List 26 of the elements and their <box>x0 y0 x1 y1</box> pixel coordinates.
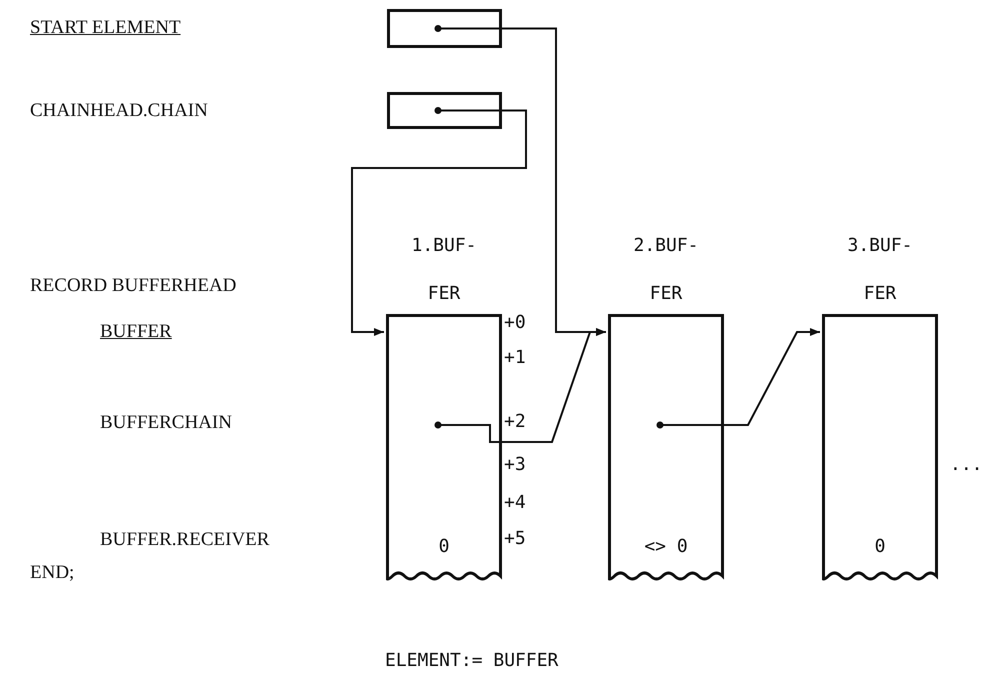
pointer-box <box>387 9 502 48</box>
offset-label: +1 <box>504 349 526 367</box>
variable-name: START ELEMENT <box>30 18 181 37</box>
pointer-arrow <box>656 328 820 428</box>
offset-label: +0 <box>504 314 526 332</box>
offset-label: +2 <box>504 413 526 431</box>
offset-label: +3 <box>504 456 526 474</box>
cell-value: 0 <box>438 536 450 557</box>
column-heading: 1.BUF- FER <box>410 234 478 306</box>
cell-value: 0 <box>874 536 886 557</box>
field-name: BUFFER <box>100 322 172 341</box>
field-name: END; <box>30 563 74 582</box>
pointer-box <box>387 92 502 129</box>
offset-label: +4 <box>504 494 526 512</box>
variable-name: CHAINHEAD.CHAIN <box>30 101 208 120</box>
pointer-arrow <box>351 107 527 336</box>
offset-label: +5 <box>504 530 526 548</box>
cell-value: <> 0 <box>643 536 689 557</box>
pointer-arrow <box>434 328 606 443</box>
field-name: BUFFER.RECEIVER <box>100 530 270 549</box>
column-heading: 3.BUF- FER <box>846 234 914 306</box>
field-name: RECORD BUFFERHEAD <box>30 276 236 295</box>
ellipsis: ... <box>950 456 983 474</box>
column-heading: 2.BUF- FER <box>632 234 700 306</box>
field-name: ELEMENT:= BUFFER <box>385 652 558 670</box>
field-name: BUFFERCHAIN <box>100 413 232 432</box>
